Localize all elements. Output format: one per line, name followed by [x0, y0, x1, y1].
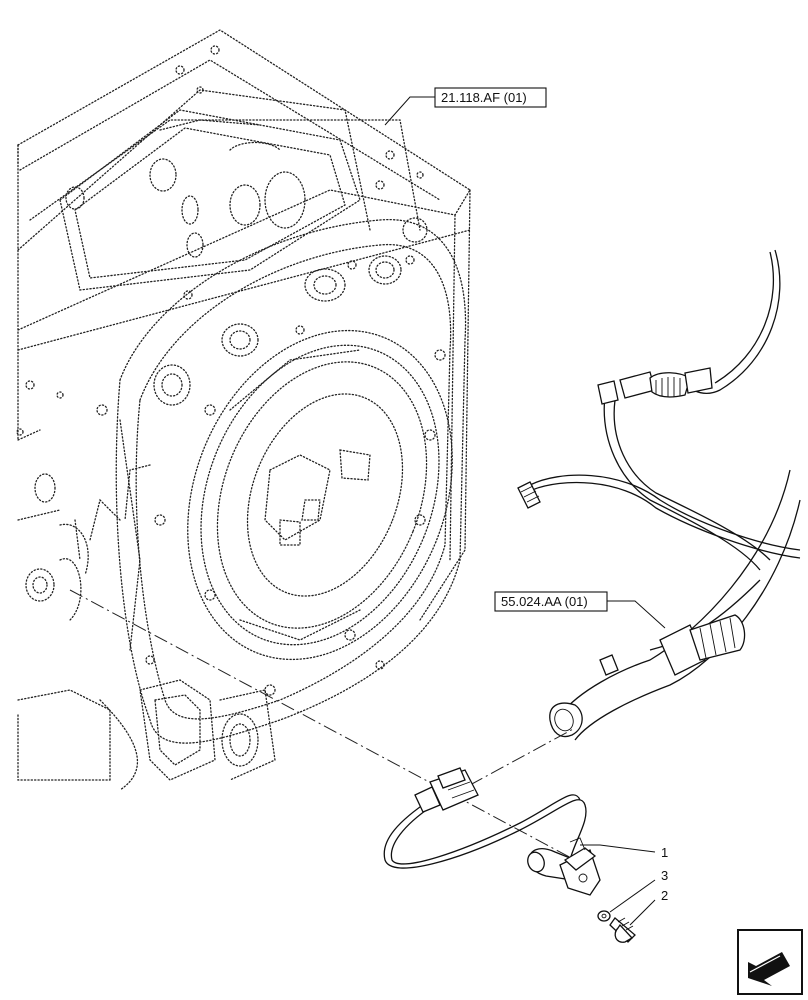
bolt [609, 917, 636, 943]
harness-plug-middle [599, 614, 746, 676]
callout-3-leader [609, 879, 656, 913]
ref-harness-box[interactable] [494, 591, 608, 612]
harness-connector-top [597, 367, 713, 405]
callout-2: 2 [661, 888, 668, 903]
speed-sensor [383, 767, 601, 896]
ref-harness-leader [607, 600, 666, 629]
washer [597, 910, 611, 922]
transmission-housing [16, 29, 471, 791]
ref-harness-label: 55.024.AA (01) [501, 594, 588, 609]
ref-housing-box[interactable] [434, 87, 547, 108]
ref-housing-label: 21.118.AF (01) [441, 90, 527, 105]
ref-housing-leader [384, 96, 435, 126]
navigation-arrow-icon[interactable] [737, 929, 803, 995]
connector-centerline [469, 727, 576, 786]
callout-2-leader [629, 899, 656, 926]
wiring-harness [517, 249, 801, 741]
callout-1-leader [580, 844, 656, 853]
harness-connector-left [517, 481, 541, 509]
callout-3: 3 [661, 868, 668, 883]
assembly-centerline [69, 589, 576, 861]
callout-1: 1 [661, 845, 668, 860]
